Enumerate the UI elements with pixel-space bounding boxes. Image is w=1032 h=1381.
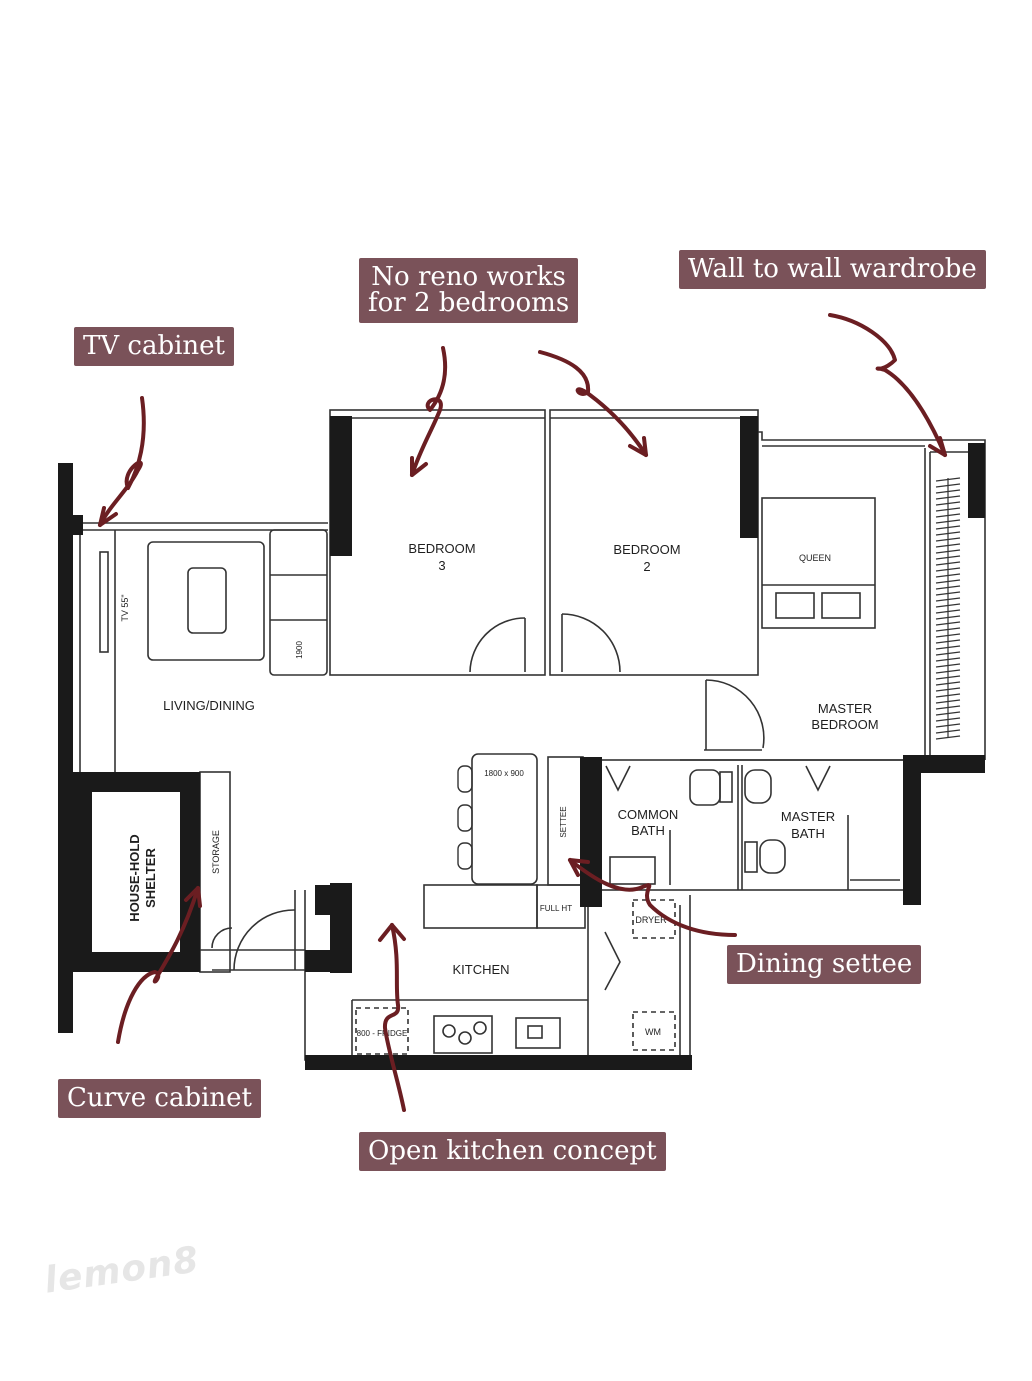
- door-swings: [211, 613, 831, 991]
- storage-label: STORAGE: [211, 830, 221, 874]
- sofa-length-label: 1900: [295, 641, 304, 659]
- dryer-label: DRYER: [635, 915, 667, 925]
- kitchen-label: KITCHEN: [452, 962, 509, 977]
- bedroom3-number: 3: [438, 558, 445, 573]
- washing-machine-label: WM: [645, 1027, 661, 1037]
- bedroom2-number: 2: [643, 559, 650, 574]
- living-dining-label: LIVING/DINING: [163, 698, 255, 713]
- wardrobe-hatch: [935, 477, 961, 740]
- master-bedroom-label-2: BEDROOM: [811, 717, 878, 732]
- arrow-bedroom2: [538, 350, 648, 457]
- master-bedroom-label: MASTER: [818, 701, 872, 716]
- dining-settee-tag: Dining settee: [727, 945, 922, 984]
- fridge-label: 800 - FRIDGE: [357, 1029, 408, 1038]
- table-size-label: 1800 x 900: [484, 769, 524, 778]
- arrow-tv-cabinet: [98, 396, 146, 527]
- plan-labels: BEDROOM 3 BEDROOM 2 QUEEN MASTER BEDROOM…: [120, 541, 879, 1038]
- open-kitchen-tag: Open kitchen concept: [359, 1132, 666, 1171]
- household-shelter-label-2: SHELTER: [143, 848, 158, 908]
- tv-cabinet-tag: TV cabinet: [74, 327, 234, 366]
- dining-chairs: [457, 765, 473, 870]
- arrow-wardrobe: [828, 313, 947, 457]
- annotation-arrows: [98, 313, 947, 1112]
- common-bath-label: COMMON: [618, 807, 679, 822]
- arrow-curve-cabinet: [116, 886, 200, 1044]
- master-bath-label: MASTER: [781, 809, 835, 824]
- master-bath-label-2: BATH: [791, 826, 825, 841]
- no-reno-tag: No reno works for 2 bedrooms: [359, 258, 579, 323]
- arrow-dining-settee: [568, 858, 737, 937]
- wardrobe-tag: Wall to wall wardrobe: [679, 250, 986, 289]
- bedroom3-label: BEDROOM: [408, 541, 475, 556]
- shelter-interior: [92, 792, 180, 952]
- full-height-label: FULL HT: [540, 904, 572, 913]
- queen-bed-label: QUEEN: [799, 553, 831, 563]
- curve-cabinet-tag: Curve cabinet: [58, 1079, 262, 1118]
- settee-label: SETTEE: [559, 806, 568, 837]
- bedroom2-label: BEDROOM: [613, 542, 680, 557]
- arrow-bedroom3: [410, 346, 448, 477]
- tv-label: TV 55": [120, 594, 130, 621]
- wall-lines: [79, 409, 986, 1061]
- common-bath-label-2: BATH: [631, 823, 665, 838]
- household-shelter-label: HOUSE-HOLD: [127, 834, 142, 921]
- arrow-open-kitchen: [383, 923, 406, 1112]
